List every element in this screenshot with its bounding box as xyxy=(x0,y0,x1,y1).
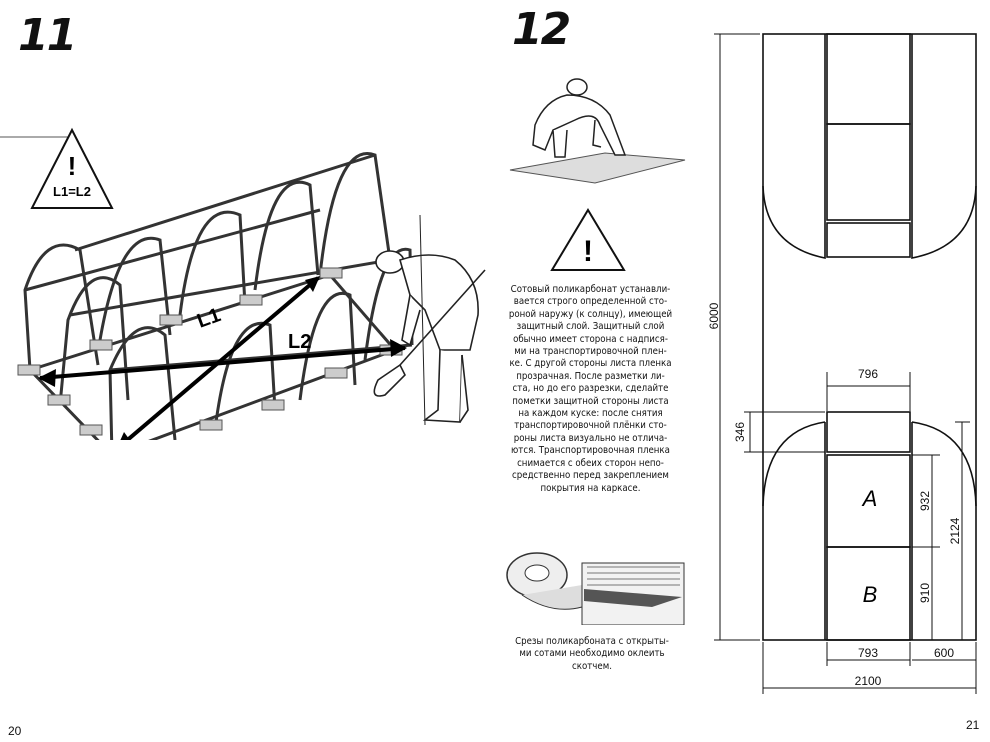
warning-label: L1=L2 xyxy=(53,184,91,199)
warning-symbol: ! xyxy=(68,151,77,181)
diagonal-l2-label: L2 xyxy=(288,331,311,353)
step-number-12: 12 xyxy=(512,4,571,55)
dim-side: 600 xyxy=(934,646,954,660)
greenhouse-frame-illustration: ! L1=L2 L1 xyxy=(0,127,486,440)
polycarbonate-edge-illustration xyxy=(581,562,685,625)
kneeling-worker-illustration xyxy=(509,78,686,184)
dim-top-width: 796 xyxy=(858,367,878,381)
diagonal-l1-label: L1 xyxy=(194,304,223,333)
warning-triangle-icon: ! L1=L2 xyxy=(30,127,114,209)
tape-roll-illustration xyxy=(506,552,583,610)
protective-layer-paragraph: Сотовый поликарбонат устанавли- вается с… xyxy=(508,284,673,494)
dim-panel-b: 910 xyxy=(918,583,932,603)
warning-triangle-icon: ! xyxy=(550,208,626,271)
dim-strip: 346 xyxy=(733,422,747,442)
warning-symbol-right: ! xyxy=(583,235,593,268)
dim-total-length: 6000 xyxy=(707,302,721,329)
tape-and-edge-illustration xyxy=(506,552,685,625)
dim-total-width: 2100 xyxy=(855,674,882,688)
panel-b-label: B xyxy=(863,582,878,607)
cutting-plan-diagram: 6000 796 346 932 2124 910 793 600 2100 A… xyxy=(707,33,977,694)
step-number-11: 11 xyxy=(18,10,77,61)
page-number-left: 20 xyxy=(8,724,22,738)
dim-bottom-center: 793 xyxy=(858,646,878,660)
page-number-right: 21 xyxy=(966,718,980,732)
dim-panel-a: 932 xyxy=(918,491,932,511)
edge-tape-paragraph: Срезы поликарбоната с открыты- ми сотами… xyxy=(515,636,669,672)
dim-total-height: 2124 xyxy=(948,517,962,544)
panel-a-label: A xyxy=(861,486,878,511)
worker-with-shovel-illustration xyxy=(373,214,486,426)
